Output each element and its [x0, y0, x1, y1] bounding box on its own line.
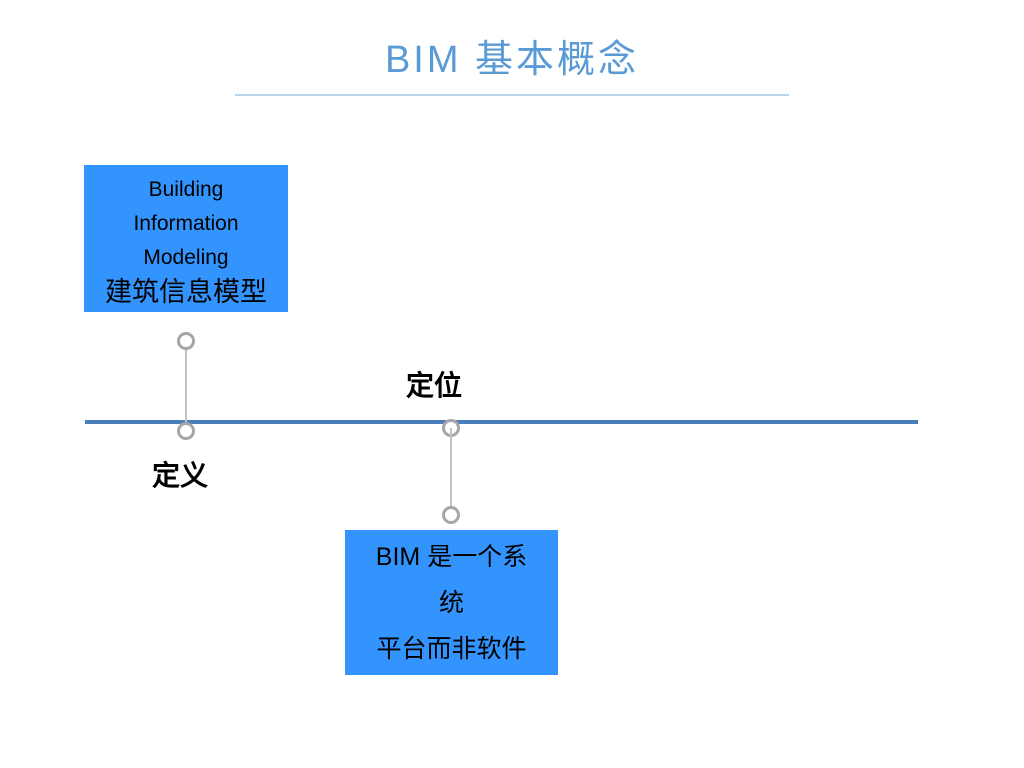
box-line: Building: [148, 177, 224, 201]
box-line: 建筑信息模型: [105, 276, 267, 307]
box-line: Information: [133, 211, 239, 235]
timeline-node-positioning-box: BIM 是一个系 统 平台而非软件: [345, 530, 558, 675]
connector-stem-definition: [185, 341, 187, 433]
timeline-axis: [85, 420, 918, 424]
title-block: BIM 基本概念: [0, 36, 1024, 84]
connector-stem-positioning: [450, 428, 452, 518]
box-line: BIM 是一个系: [375, 542, 528, 571]
timeline-node-label-definition: 定义: [152, 460, 209, 491]
box-line: 平台而非软件: [376, 634, 527, 663]
timeline-node-definition-box: Building Information Modeling 建筑信息模型: [84, 165, 288, 312]
timeline-node-label-positioning: 定位: [406, 370, 463, 401]
box-line: Modeling: [143, 245, 229, 269]
node-marker-circle-definition-top: [177, 332, 195, 350]
node-marker-circle-positioning-bottom: [442, 506, 460, 524]
box-line: 统: [438, 588, 464, 617]
page-title: BIM 基本概念: [384, 39, 640, 81]
node-marker-circle-definition-axis: [177, 422, 195, 440]
title-underline-divider: [235, 94, 789, 96]
